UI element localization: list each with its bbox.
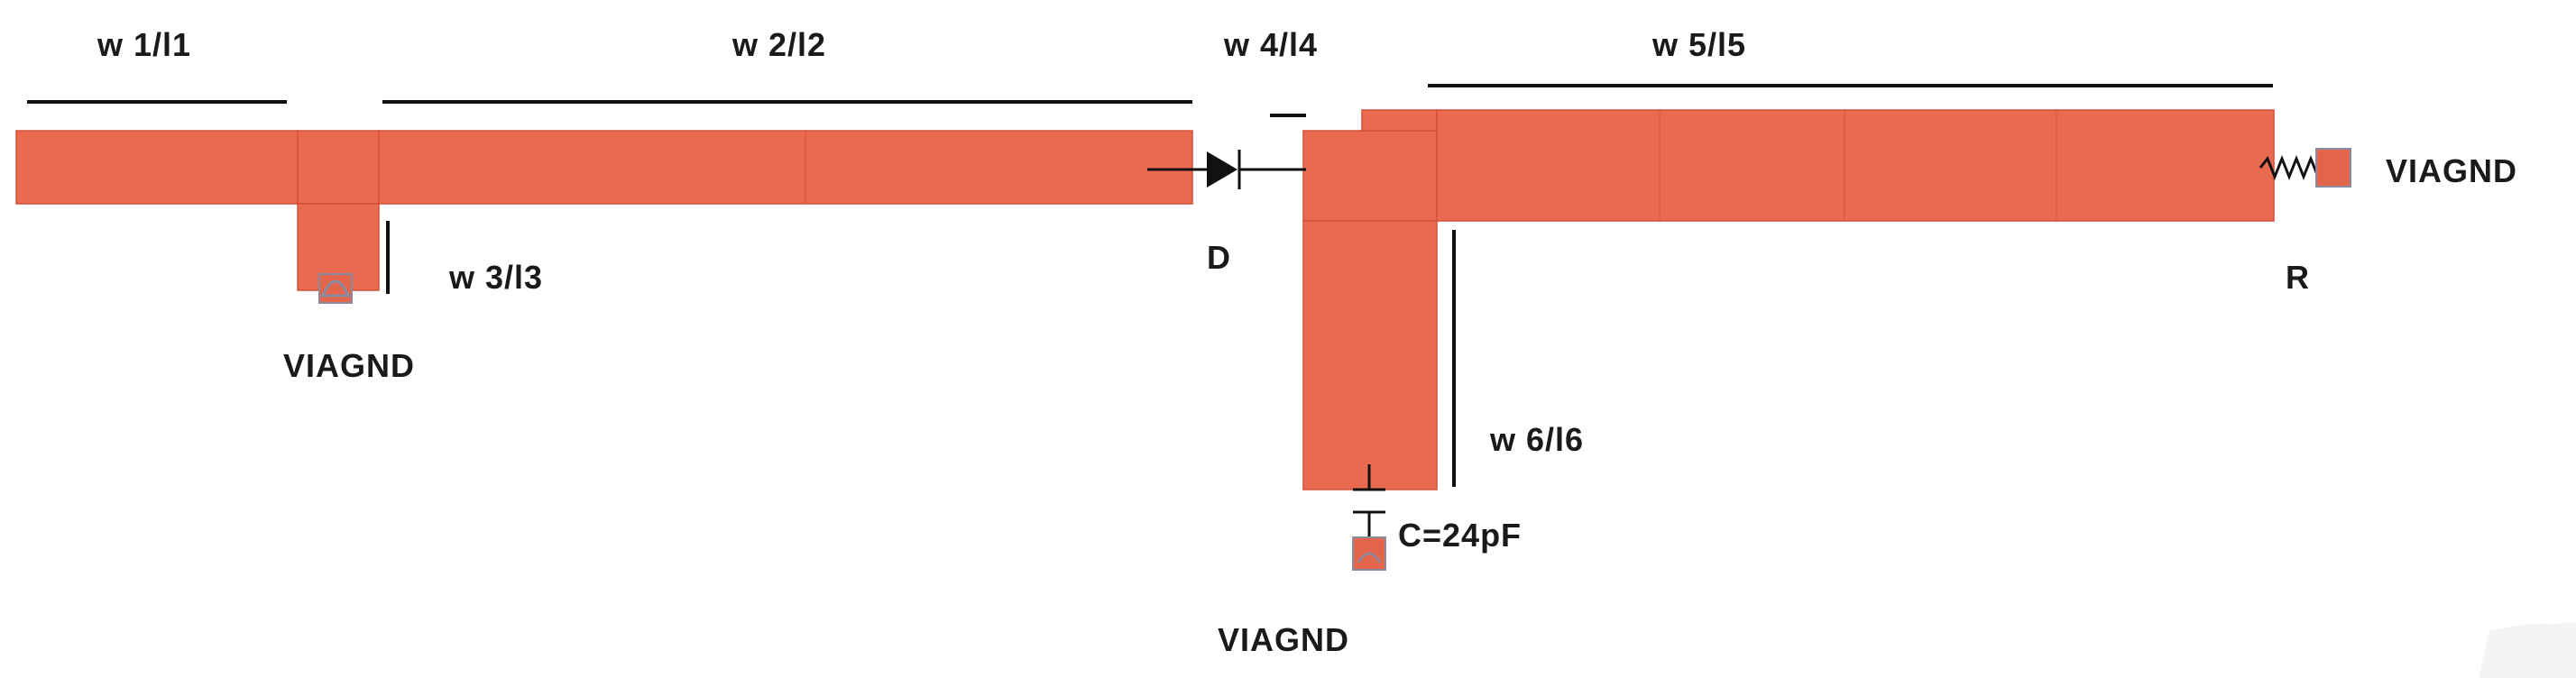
microstrip-tee-junction [297,130,380,205]
capacitor-icon [1353,464,1385,537]
label-w2: w 2/l2 [731,26,826,63]
via-ground-icon-capacitor [1352,536,1386,571]
label-w1: w 1/l1 [97,26,191,63]
microstrip-w4-step [1361,109,1438,132]
microstrip-traces [15,109,2275,490]
via-ground-icon-resistor [2315,148,2351,188]
label-via-stub: VIAGND [283,347,415,384]
label-w5: w 5/l5 [1651,26,1746,63]
microstrip-w5 [1436,109,2275,222]
corner-artifact [2479,622,2576,678]
label-w4: w 4/l4 [1223,26,1318,63]
microstrip-w2 [378,130,1193,205]
labels: w 1/l1 w 2/l2 w 4/l4 w 5/l5 w 3/l3 w 6/l… [97,26,2517,658]
label-w3: w 3/l3 [448,259,543,296]
microstrip-w1 [15,130,299,205]
label-diode: D [1207,239,1231,276]
label-via-resistor: VIAGND [2386,152,2517,189]
section-seams [805,110,2057,221]
label-resistor: R [2286,259,2310,296]
label-w6: w 6/l6 [1489,421,1584,458]
diode-icon [1147,150,1306,189]
via-ground-icon-stub [318,273,353,304]
label-via-capacitor: VIAGND [1218,621,1349,658]
microstrip-w6-stub [1302,220,1438,490]
label-capacitor: C=24pF [1398,517,1522,554]
dimension-lines [27,84,2273,487]
microstrip-w4-pad [1302,130,1438,222]
